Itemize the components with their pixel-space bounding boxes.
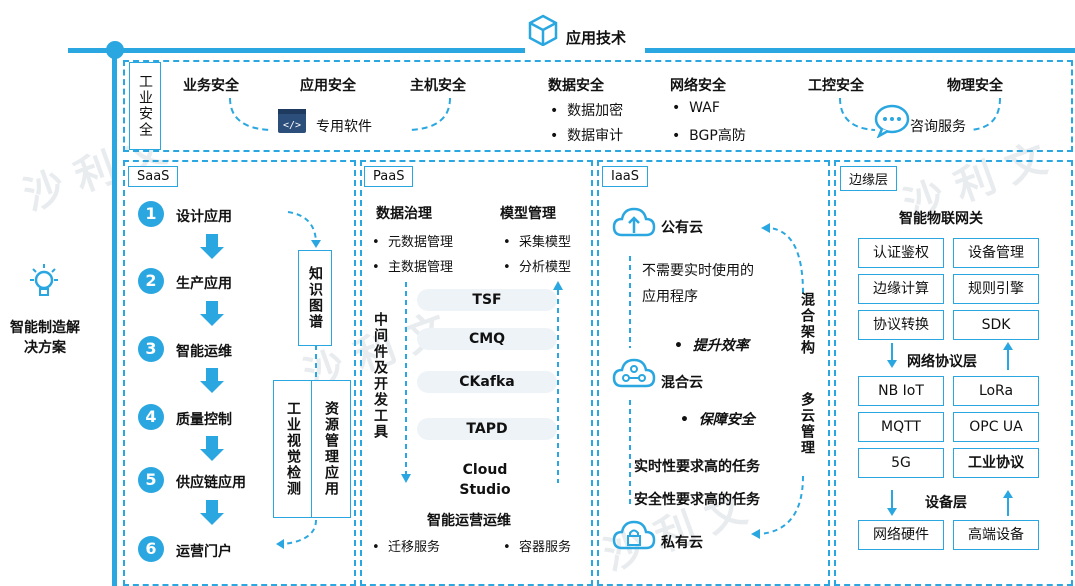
cloud-upload-icon xyxy=(612,207,656,237)
realtime-task: 实时性要求高的任务 xyxy=(634,459,760,475)
device-layer-title: 设备层 xyxy=(925,495,967,511)
tool-tapd: TAPD xyxy=(417,418,557,440)
model-title: 模型管理 xyxy=(500,206,556,222)
net-5g: 5G xyxy=(858,448,944,478)
data-item-1: • 数据加密 xyxy=(550,103,624,119)
gw-protocol: 协议转换 xyxy=(858,310,944,340)
network-item-1: • WAF xyxy=(672,100,720,116)
middleware-label: 中间件及开发工具 xyxy=(372,312,388,440)
gateway-title: 智能物联网关 xyxy=(899,211,983,227)
security-label: 工业安全 xyxy=(129,62,161,150)
saas-dashed-arrows xyxy=(276,211,321,549)
step-2-label: 生产应用 xyxy=(176,276,232,292)
gw-edge-compute: 边缘计算 xyxy=(858,274,944,304)
step-4-number: 4 xyxy=(138,404,164,430)
model-item-1: • 采集模型 xyxy=(503,235,571,250)
data-gov-title: 数据治理 xyxy=(376,206,432,222)
hybrid-arch: 混合架构 xyxy=(799,292,815,356)
gw-rule-engine: 规则引擎 xyxy=(953,274,1039,304)
step-1-number: 1 xyxy=(138,201,164,227)
code-window-icon: </> xyxy=(278,109,306,133)
data-gov-item-2: • 主数据管理 xyxy=(372,260,453,275)
top-title-box xyxy=(525,20,645,54)
data-item-2: • 数据审计 xyxy=(550,128,624,144)
net-layer-title: 网络协议层 xyxy=(907,354,977,370)
saas-box xyxy=(123,160,356,586)
lightbulb-icon xyxy=(30,264,58,296)
ics-security: 工控安全 xyxy=(808,78,864,94)
ops-item-1: • 迁移服务 xyxy=(372,540,440,555)
net-industrial: 工业协议 xyxy=(953,448,1039,478)
data-security: 数据安全 xyxy=(548,78,604,94)
tool-tsf: TSF xyxy=(417,289,557,311)
public-desc: 不需要实时使用的应用程序 xyxy=(642,263,754,305)
ops-item-2: • 容器服务 xyxy=(503,540,571,555)
tool-ckafka: CKafka xyxy=(417,371,557,393)
gw-device-mgmt: 设备管理 xyxy=(953,238,1039,268)
guarantee-item: • 保障安全 xyxy=(680,412,755,428)
security-arcs xyxy=(229,97,451,131)
consult-arcs xyxy=(839,97,1001,131)
iaas-dashed-arcs xyxy=(629,223,804,539)
step-5-number: 5 xyxy=(138,467,164,493)
cloud-lock-icon xyxy=(612,520,656,550)
data-gov-item-1: • 元数据管理 xyxy=(372,235,453,250)
side-label: 智能制造解决方案 xyxy=(10,320,80,356)
safety-task: 安全性要求高的任务 xyxy=(634,492,760,508)
net-opcua: OPC UA xyxy=(953,412,1039,442)
saas-tag: SaaS xyxy=(128,166,179,187)
edge-tag: 边缘层 xyxy=(840,166,898,191)
step-3-number: 3 xyxy=(138,336,164,362)
net-mqtt: MQTT xyxy=(858,412,944,442)
host-security: 主机安全 xyxy=(410,78,466,94)
gw-auth: 认证鉴权 xyxy=(858,238,944,268)
iaas-tag: IaaS xyxy=(602,166,649,187)
software-label: 专用软件 xyxy=(316,119,372,135)
top-title: 应用技术 xyxy=(566,29,627,47)
network-item-2: • BGP高防 xyxy=(672,128,746,144)
cube-icon xyxy=(528,14,558,46)
edge-box xyxy=(834,160,1073,586)
step-6-number: 6 xyxy=(138,536,164,562)
public-cloud: 公有云 xyxy=(661,220,703,236)
net-nbiot: NB IoT xyxy=(858,376,944,406)
iaas-box xyxy=(597,160,830,586)
app-security: 应用安全 xyxy=(300,78,356,94)
step-6-label: 运营门户 xyxy=(176,544,232,560)
model-item-2: • 分析模型 xyxy=(503,260,571,275)
paas-box xyxy=(360,160,593,586)
security-box xyxy=(123,60,1073,152)
paas-dashed-arrows xyxy=(401,281,563,483)
private-cloud: 私有云 xyxy=(661,535,703,551)
chat-bubble-icon xyxy=(874,104,910,138)
device-network-hw: 网络硬件 xyxy=(858,520,944,550)
network-security: 网络安全 xyxy=(670,78,726,94)
step-1-label: 设计应用 xyxy=(176,209,232,225)
resource-box: 资源管理应用 xyxy=(311,380,351,518)
knowledge-graph-box: 知识图谱 xyxy=(298,250,332,346)
step-5-label: 供应链应用 xyxy=(176,475,246,491)
physical-security: 物理安全 xyxy=(947,78,1003,94)
improve-item: • 提升效率 xyxy=(674,338,749,354)
tool-cloud-studio: Cloud Studio xyxy=(459,462,511,498)
paas-tag: PaaS xyxy=(364,166,414,187)
hybrid-cloud-icon xyxy=(612,358,656,388)
step-3-label: 智能运维 xyxy=(176,344,232,360)
business-security: 业务安全 xyxy=(183,78,239,94)
svg-text:</>: </> xyxy=(283,120,301,131)
edge-arrows xyxy=(887,342,1013,516)
step-2-number: 2 xyxy=(138,268,164,294)
tool-cmq: CMQ xyxy=(417,328,557,350)
left-vertical-line xyxy=(112,50,117,586)
step-4-label: 质量控制 xyxy=(176,412,232,428)
consult-label: 咨询服务 xyxy=(910,119,966,135)
hybrid-cloud: 混合云 xyxy=(661,375,703,391)
device-high-end: 高端设备 xyxy=(953,520,1039,550)
net-lora: LoRa xyxy=(953,376,1039,406)
vision-box: 工业视觉检测 xyxy=(273,380,313,518)
gw-sdk: SDK xyxy=(953,310,1039,340)
ops-title: 智能运营运维 xyxy=(427,513,511,529)
multi-cloud: 多云管理 xyxy=(799,392,815,456)
